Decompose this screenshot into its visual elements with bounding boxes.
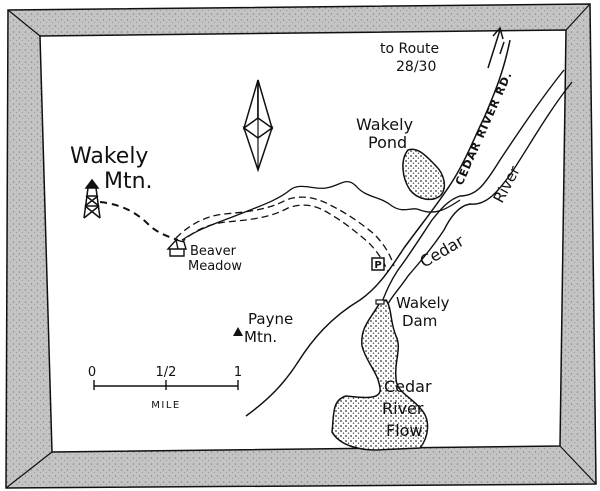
wakely-pond-water [402, 148, 446, 201]
cedar-river [381, 69, 573, 305]
label-flow-3: Flow [386, 421, 423, 440]
parking-label: P [374, 260, 381, 271]
label-wakely-mtn-1: Wakely [70, 144, 148, 169]
label-payne-mtn-1: Payne [248, 310, 293, 328]
scale-tick-half: 1/2 [156, 365, 177, 380]
label-wakely-dam-1: Wakely [396, 294, 450, 312]
label-to-route-1: to Route [380, 41, 439, 57]
label-wakely-mtn-2: Mtn. [104, 169, 153, 194]
label-wakely-dam-2: Dam [402, 312, 437, 330]
scale-unit: MILE [151, 400, 180, 411]
label-to-route-2: 28/30 [396, 59, 436, 75]
map-border [5, 3, 597, 489]
scale-tick-0: 0 [88, 365, 96, 380]
summit-triangle-icon [233, 327, 243, 336]
label-flow-1: Cedar [384, 377, 432, 396]
label-wakely-pond-1: Wakely [356, 115, 413, 134]
label-cedar: Cedar [417, 231, 468, 271]
route-arrow-icon [487, 26, 504, 69]
dam-marker [375, 299, 385, 305]
cabin-icon [166, 239, 187, 257]
creek [181, 181, 461, 241]
label-flow-2: River [382, 399, 424, 418]
cedar-river-flow-water [331, 299, 429, 451]
label-wakely-pond-2: Pond [368, 133, 407, 152]
north-arrow-icon [242, 79, 274, 173]
label-beaver-meadow-1: Beaver [190, 244, 237, 259]
fire-tower-icon [83, 178, 101, 219]
cedar-river-road [245, 39, 511, 417]
parking-icon: P [371, 257, 385, 271]
label-beaver-meadow-2: Meadow [188, 259, 242, 274]
trail-road [175, 196, 395, 273]
scale-tick-1: 1 [234, 365, 242, 380]
label-payne-mtn-2: Mtn. [244, 328, 277, 346]
scale-bar [93, 380, 239, 390]
summit-trail [99, 201, 179, 241]
